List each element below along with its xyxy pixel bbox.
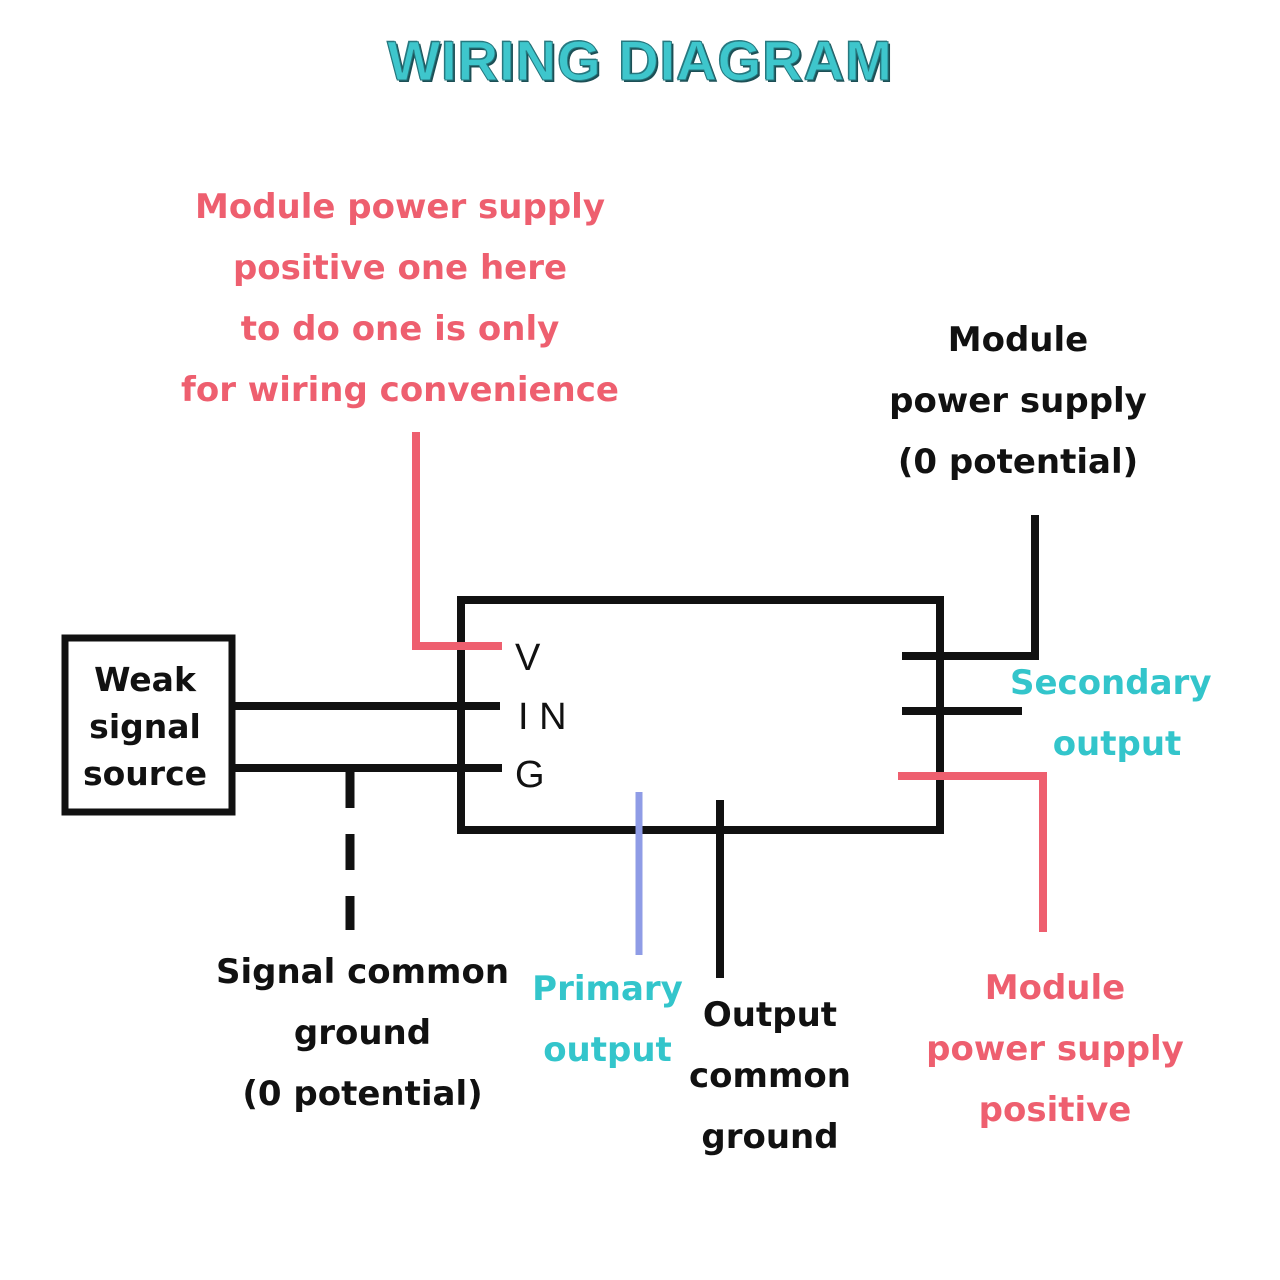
weak-signal-source-label: Weak signal source — [82, 660, 208, 793]
signal-common-ground-label: Signal common ground (0 potential) — [215, 952, 510, 1114]
diagram-title: WIRING DIAGRAM — [387, 29, 893, 93]
output-common-ground-label: Output common ground — [689, 995, 851, 1157]
pin-label-in: I N — [518, 696, 567, 738]
primary-output-label: Primary output — [532, 969, 683, 1070]
secondary-output-label: Secondary output — [1010, 663, 1212, 764]
module-positive-top-label: Module power supply positive one here to… — [181, 187, 619, 410]
module-positive-wire — [898, 772, 1047, 932]
module-positive-label: Module power supply positive — [926, 968, 1184, 1130]
module-ground-wire — [902, 515, 1039, 660]
weak-signal-source-box — [61, 634, 236, 816]
v-supply-wire — [412, 432, 502, 650]
module-ground-label: Module power supply (0 potential) — [889, 320, 1147, 482]
pin-label-v: V — [515, 637, 541, 679]
pin-label-g: G — [515, 754, 545, 796]
